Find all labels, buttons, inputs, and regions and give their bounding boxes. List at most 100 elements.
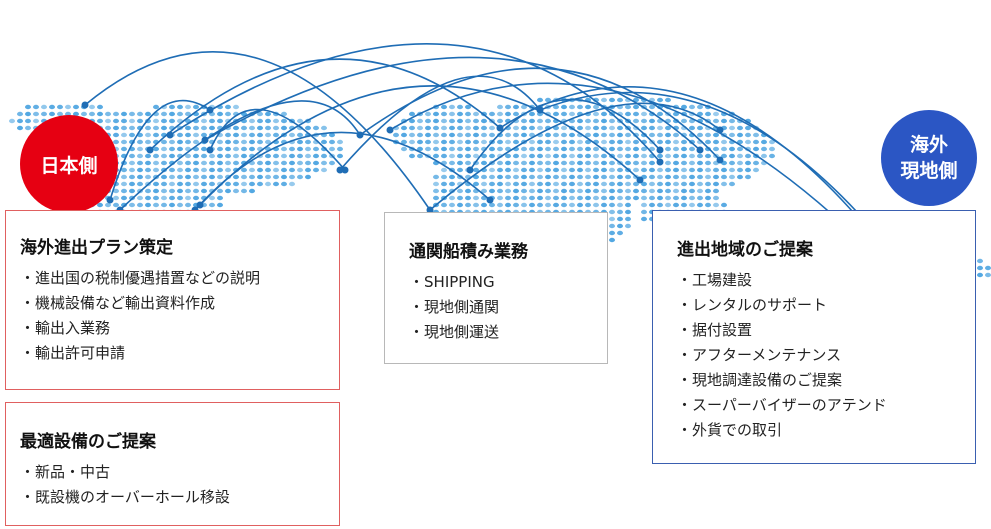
- map-dot: [137, 153, 143, 159]
- map-dot: [177, 167, 183, 173]
- map-dot: [153, 202, 159, 208]
- connection-node: [81, 101, 89, 109]
- map-dot: [649, 181, 655, 187]
- map-dot: [633, 118, 639, 124]
- map-dot: [481, 188, 487, 194]
- map-dot: [681, 132, 687, 138]
- map-dot: [609, 118, 615, 124]
- map-dot: [617, 230, 623, 236]
- map-dot: [665, 167, 671, 173]
- map-dot: [449, 202, 455, 208]
- map-dot: [305, 153, 311, 159]
- map-dot: [305, 167, 311, 173]
- map-dot: [561, 104, 567, 110]
- map-dot: [665, 132, 671, 138]
- map-dot: [633, 111, 639, 117]
- map-dot: [529, 139, 535, 145]
- map-dot: [329, 139, 335, 145]
- map-dot: [433, 174, 439, 180]
- map-dot: [625, 132, 631, 138]
- map-dot: [193, 125, 199, 131]
- map-dot: [665, 125, 671, 131]
- map-dot: [537, 139, 543, 145]
- map-dot: [153, 125, 159, 131]
- map-dot: [593, 181, 599, 187]
- customs-box: 通関船積み業務 SHIPPING 現地側通関 現地側運送: [384, 212, 608, 364]
- map-dot: [553, 146, 559, 152]
- map-dot: [425, 118, 431, 124]
- map-dot: [457, 111, 463, 117]
- map-dot: [441, 188, 447, 194]
- map-dot: [601, 111, 607, 117]
- map-dot: [457, 118, 463, 124]
- map-dot: [649, 125, 655, 131]
- map-dot: [737, 174, 743, 180]
- map-dot: [297, 125, 303, 131]
- map-dot: [153, 195, 159, 201]
- map-dot: [177, 139, 183, 145]
- map-dot: [521, 174, 527, 180]
- map-dot: [713, 174, 719, 180]
- map-dot: [201, 160, 207, 166]
- map-dot: [177, 111, 183, 117]
- map-dot: [577, 118, 583, 124]
- map-dot: [305, 125, 311, 131]
- connection-arc: [204, 56, 701, 151]
- map-dot: [585, 125, 591, 131]
- map-dot: [209, 202, 215, 208]
- map-dot: [545, 146, 551, 152]
- map-dot: [489, 188, 495, 194]
- map-dot: [457, 146, 463, 152]
- map-dot: [513, 188, 519, 194]
- map-dot: [425, 111, 431, 117]
- map-dot: [585, 153, 591, 159]
- map-dot: [489, 132, 495, 138]
- connection-node: [696, 146, 704, 154]
- map-dot: [121, 111, 127, 117]
- map-dot: [689, 195, 695, 201]
- map-dot: [337, 153, 343, 159]
- map-dot: [289, 153, 295, 159]
- map-dot: [25, 104, 31, 110]
- map-dot: [513, 195, 519, 201]
- map-dot: [425, 139, 431, 145]
- map-dot: [689, 202, 695, 208]
- map-dot: [177, 181, 183, 187]
- map-dot: [241, 132, 247, 138]
- map-dot: [273, 167, 279, 173]
- map-dot: [513, 153, 519, 159]
- map-dot: [289, 181, 295, 187]
- map-dot: [753, 139, 759, 145]
- map-dot: [433, 118, 439, 124]
- map-dot: [145, 188, 151, 194]
- map-dot: [473, 111, 479, 117]
- map-dot: [441, 181, 447, 187]
- map-dot: [561, 181, 567, 187]
- map-dot: [505, 153, 511, 159]
- map-dot: [617, 188, 623, 194]
- map-dot: [649, 118, 655, 124]
- map-dot: [433, 153, 439, 159]
- map-dot: [681, 139, 687, 145]
- list-item: レンタルのサポート: [677, 293, 959, 318]
- map-dot: [673, 195, 679, 201]
- map-dot: [697, 181, 703, 187]
- map-dot: [113, 195, 119, 201]
- map-dot: [609, 188, 615, 194]
- map-dot: [553, 139, 559, 145]
- map-dot: [113, 139, 119, 145]
- map-dot: [225, 181, 231, 187]
- map-dot: [121, 181, 127, 187]
- map-dot: [273, 181, 279, 187]
- map-dot: [673, 174, 679, 180]
- map-dot: [641, 153, 647, 159]
- map-dot: [721, 153, 727, 159]
- map-dot: [577, 174, 583, 180]
- map-dot: [625, 160, 631, 166]
- map-dot: [417, 153, 423, 159]
- map-dot: [681, 146, 687, 152]
- map-dot: [145, 153, 151, 159]
- map-dot: [201, 132, 207, 138]
- map-dot: [761, 139, 767, 145]
- connection-node: [341, 166, 349, 174]
